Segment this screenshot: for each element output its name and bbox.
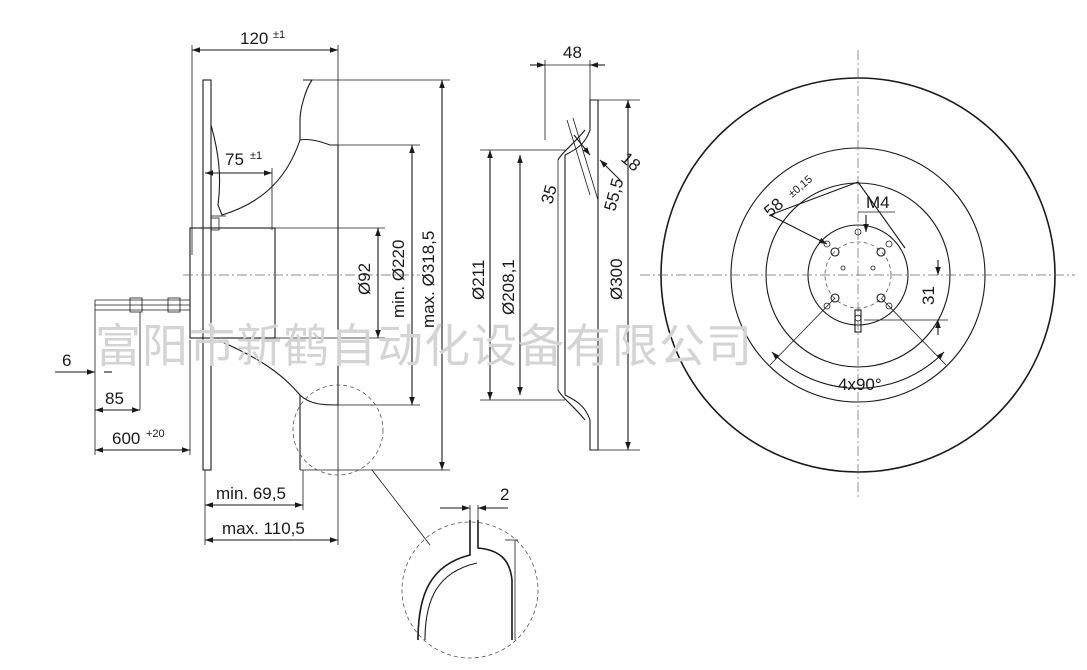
- dim-211: Ø211: [469, 260, 488, 300]
- dim-4x90: 4x90°: [838, 375, 882, 394]
- inlet-ring: [564, 99, 599, 451]
- shaft-key: [854, 309, 862, 333]
- dim-hub: Ø92: [355, 263, 374, 295]
- detail-circle: [401, 521, 539, 659]
- dim-width: 120: [240, 29, 268, 48]
- dim-55: 55,5: [601, 176, 628, 213]
- dim-18: 18: [617, 149, 644, 176]
- detail-view: 2: [401, 485, 539, 659]
- dim-max-axial: max. 110,5: [222, 519, 305, 538]
- dim-35: 35: [538, 183, 561, 206]
- bolt-holes: [823, 228, 893, 322]
- dim-min-axial: min. 69,5: [216, 484, 286, 503]
- watermark: 富阳市新鹤自动化设备有限公司: [95, 320, 753, 372]
- dim-31: 31: [919, 286, 938, 305]
- blade-lower: [217, 339, 339, 406]
- motor-body: [189, 227, 276, 339]
- detail-marker: [292, 384, 384, 476]
- dim-inlet: min. Ø220: [389, 240, 408, 318]
- side-view: 120 ±1 75 ±1 Ø92: [55, 29, 450, 546]
- section-view: 48 35 55,5 18 Ø211 Ø208,1 Ø300: [469, 43, 644, 451]
- dim-48: 48: [563, 43, 582, 62]
- dim-cable-6: 6: [62, 351, 71, 370]
- dim-300: Ø300: [607, 258, 626, 300]
- dim-width-tol: ±1: [273, 29, 285, 41]
- dim-208: Ø208,1: [499, 259, 518, 315]
- dim-cable-600-tol: +20: [146, 428, 165, 440]
- dim-depth: 75: [225, 150, 244, 169]
- dim-58: 58: [760, 194, 787, 221]
- dim-cable-600: 600: [112, 429, 140, 448]
- dim-m4: M4: [866, 193, 890, 212]
- front-view: 58 ±0,15 M4 31 4x90°: [640, 50, 1075, 500]
- dim-outer: max. Ø318,5: [419, 231, 438, 328]
- dim-depth-tol: ±1: [250, 150, 262, 162]
- dim-cable-85: 85: [105, 389, 124, 408]
- blade-upper: [210, 79, 314, 216]
- dim-gap: 2: [500, 485, 509, 504]
